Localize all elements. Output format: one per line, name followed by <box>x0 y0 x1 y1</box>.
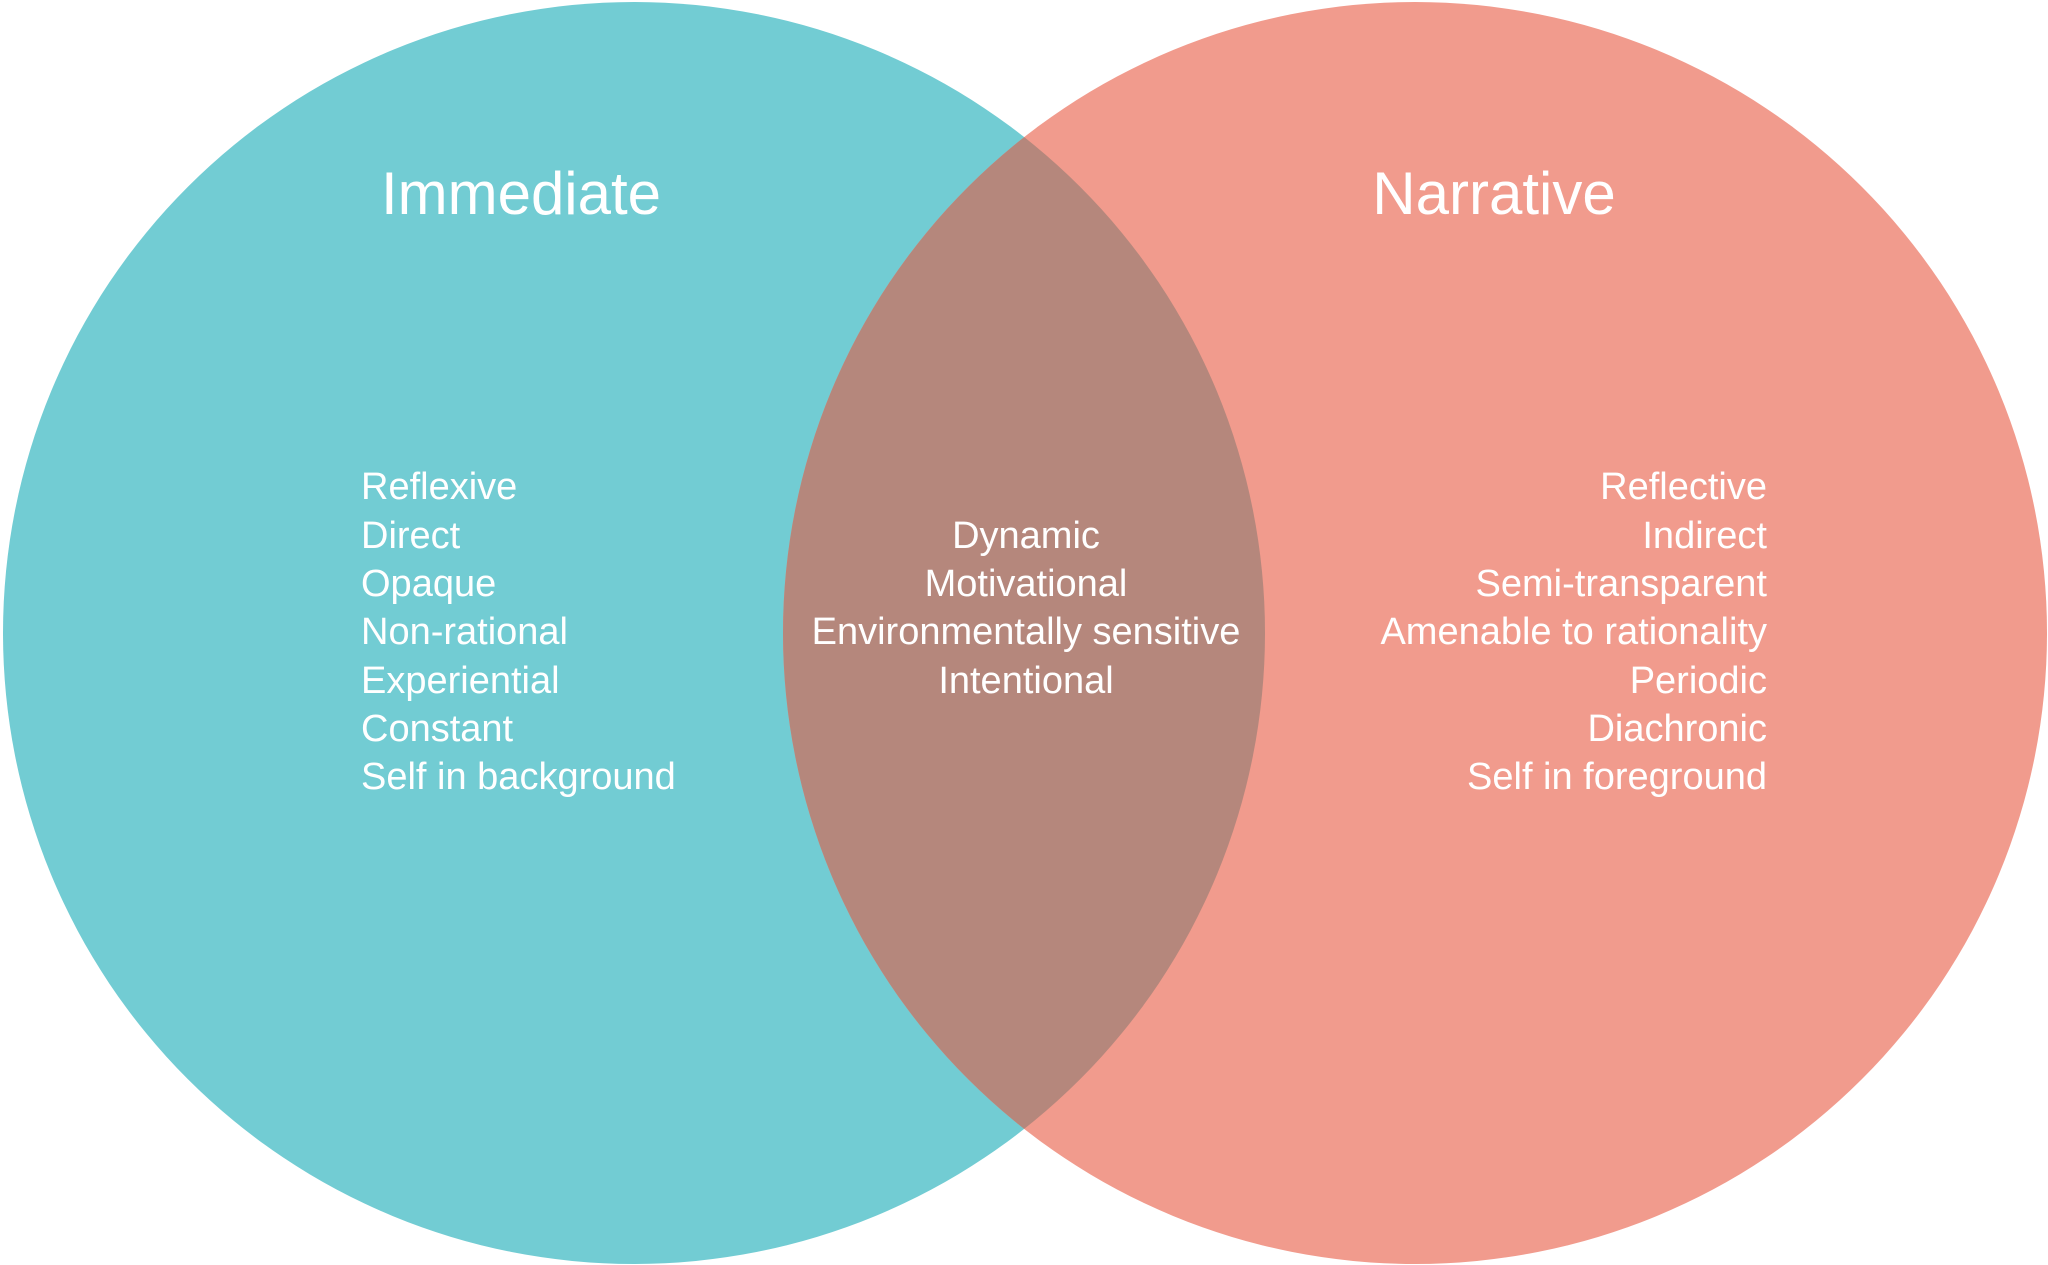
left-item: Direct <box>361 515 461 557</box>
left-item: Reflexive <box>361 466 517 508</box>
right-circle-title: Narrative <box>1372 160 1615 227</box>
intersection-item: Environmentally sensitive <box>812 611 1241 653</box>
right-item: Semi-transparent <box>1476 563 1768 605</box>
left-item: Constant <box>361 708 514 750</box>
right-item: Indirect <box>1642 515 1767 557</box>
intersection-region <box>783 2 1265 1264</box>
intersection-item: Motivational <box>925 563 1128 605</box>
right-item: Amenable to rationality <box>1380 611 1767 653</box>
left-item: Experiential <box>361 660 560 702</box>
left-circle-title: Immediate <box>381 160 661 227</box>
left-item: Non-rational <box>361 611 568 653</box>
right-item: Periodic <box>1630 660 1767 702</box>
right-item: Self in foreground <box>1467 756 1767 798</box>
left-item: Opaque <box>361 563 496 605</box>
intersection-item: Intentional <box>938 660 1113 702</box>
left-item: Self in background <box>361 756 676 798</box>
right-item: Reflective <box>1600 466 1767 508</box>
intersection-item: Dynamic <box>952 515 1100 557</box>
right-item: Diachronic <box>1587 708 1767 750</box>
